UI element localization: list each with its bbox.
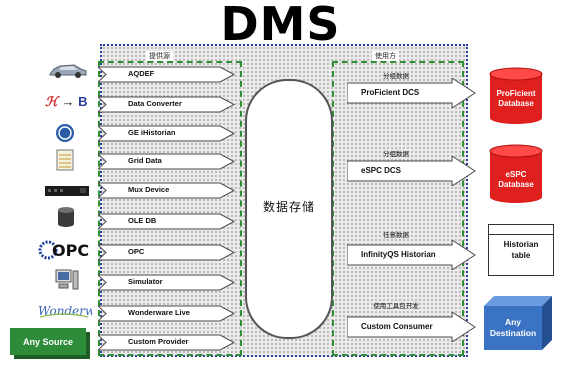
diagram-title: DMS (220, 0, 341, 51)
consumer-label: Custom Consumer (361, 322, 433, 331)
consumer-tag: 分组数据 (383, 150, 409, 158)
source-arrow: Simulator (98, 274, 238, 291)
source-arrow: GE iHistorian (98, 125, 238, 142)
conversion-icon: ℋ → B (45, 94, 93, 110)
data-storage-label: 数据存储 (262, 200, 315, 214)
source-arrow: Mux Device (98, 182, 238, 199)
source-label: OPC (128, 247, 145, 256)
consumer-label: InfinityQS Historian (361, 250, 436, 259)
source-label: OLE DB (128, 216, 157, 225)
proficient-database-line1: ProFicient (496, 89, 536, 98)
any-destination-box: Any Destination (484, 306, 542, 350)
car-icon (49, 64, 87, 78)
source-arrow: Wonderware Live (98, 305, 238, 322)
arrow-right-glyph: → (61, 94, 75, 109)
any-source-box: Any Source (10, 328, 86, 355)
source-arrow-shape (98, 66, 236, 83)
source-arrow-shape (98, 305, 236, 322)
script-h-glyph: ℋ (45, 95, 58, 110)
source-label: AQDEF (128, 69, 155, 78)
source-arrow: Custom Provider (98, 334, 238, 351)
spreadsheet-icon (56, 149, 74, 171)
source-label: Mux Device (128, 185, 170, 194)
database-icon (58, 207, 74, 227)
consumers-group (332, 61, 464, 356)
source-label: Simulator (128, 277, 163, 286)
source-arrow-shape (98, 96, 236, 113)
source-label: GE iHistorian (128, 128, 176, 137)
consumers-group-label: 使用方 (372, 51, 399, 61)
consumer-arrow: eSPC DCS (347, 156, 477, 186)
proficient-database-cylinder (489, 67, 543, 124)
historian-table-line1: Historian (503, 240, 539, 249)
source-arrow-shape (98, 213, 236, 230)
source-arrow-shape (98, 244, 236, 261)
proficient-database-label: ProFicient Database (486, 89, 546, 109)
consumer-arrow: ProFicient DCS (347, 78, 477, 108)
source-arrow: Data Converter (98, 96, 238, 113)
any-destination-line2: Destination (489, 328, 537, 338)
source-arrow: OLE DB (98, 213, 238, 230)
source-arrow-shape (98, 182, 236, 199)
source-arrow-shape (98, 125, 236, 142)
svg-text:OPC: OPC (52, 241, 89, 260)
consumer-label: ProFicient DCS (361, 88, 420, 97)
ge-logo-icon (56, 124, 74, 142)
historian-table-label: Historian table (489, 239, 553, 261)
source-label: Wonderware Live (128, 308, 190, 317)
consumer-tag: 分组数据 (383, 72, 409, 80)
source-arrow: Grid Data (98, 153, 238, 170)
wonderware-logo-icon: Wonderware (38, 304, 92, 318)
source-label: Data Converter (128, 99, 182, 108)
consumer-arrow-shape (347, 78, 476, 108)
consumer-tag: 任意数据 (383, 231, 409, 239)
source-label: Custom Provider (128, 337, 189, 346)
consumer-arrow-shape (347, 312, 476, 342)
espc-database-cylinder (489, 144, 543, 203)
source-label: Grid Data (128, 156, 162, 165)
espc-database-label: eSPC Database (486, 170, 546, 190)
historian-table: Historian table (488, 224, 554, 276)
destination-box-depth (484, 296, 552, 350)
source-arrow-shape (98, 153, 236, 170)
source-arrow: OPC (98, 244, 238, 261)
espc-database-line1: eSPC (505, 170, 527, 179)
data-storage (245, 79, 333, 339)
any-destination-line1: Any (504, 317, 522, 327)
letter-b-glyph: B (78, 94, 88, 109)
consumer-arrow-shape (347, 156, 476, 186)
espc-database-line2: Database (498, 180, 534, 189)
computer-icon (55, 269, 79, 290)
opc-logo-icon: OPC (38, 240, 89, 260)
providers-group (98, 61, 242, 356)
consumer-arrow: Custom Consumer (347, 312, 477, 342)
mux-device-icon (45, 186, 89, 196)
providers-group-label: 提供源 (146, 51, 173, 61)
consumer-arrow-shape (347, 240, 476, 270)
consumer-label: eSPC DCS (361, 166, 402, 175)
proficient-database-line2: Database (498, 99, 534, 108)
historian-table-line2: table (511, 251, 531, 260)
source-arrow-shape (98, 334, 236, 351)
source-arrow: AQDEF (98, 66, 238, 83)
historian-table-header (489, 225, 553, 235)
consumer-arrow: InfinityQS Historian (347, 240, 477, 270)
source-arrow-shape (98, 274, 236, 291)
consumer-tag: 使用工具包开发 (373, 302, 419, 310)
